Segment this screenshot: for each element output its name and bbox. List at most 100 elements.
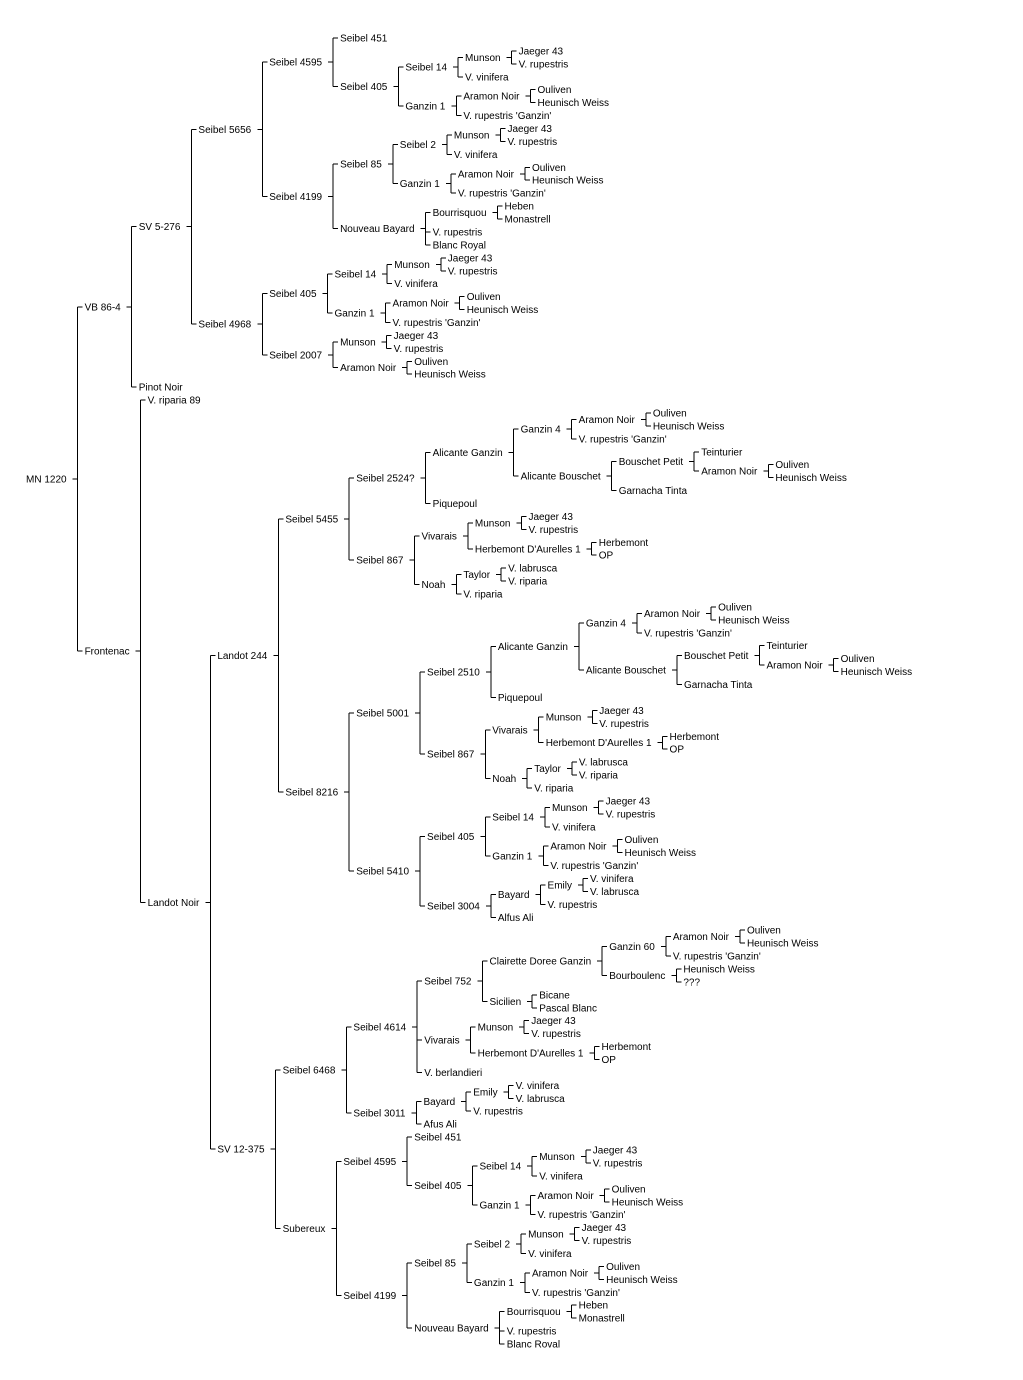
node-heunisch-weiss: Heunisch Weiss <box>538 98 610 109</box>
node-aramon-noir: Aramon Noir <box>393 299 450 310</box>
node-taylor: Taylor <box>534 764 561 775</box>
node-seibel-867: Seibel 867 <box>427 750 475 761</box>
node-aramon-noir: Aramon Noir <box>538 1191 595 1202</box>
node-sv-12-375: SV 12-375 <box>217 1145 265 1156</box>
node-v-rupestris: V. rupestris <box>394 344 444 355</box>
node-jaeger-43: Jaeger 43 <box>394 331 439 342</box>
node-frontenac: Frontenac <box>85 647 130 658</box>
node-munson: Munson <box>528 1230 564 1241</box>
node-aramon-noir: Aramon Noir <box>579 415 636 426</box>
node-aramon-noir: Aramon Noir <box>463 92 520 103</box>
node-noah: Noah <box>421 580 445 591</box>
node-seibel-2: Seibel 2 <box>474 1239 511 1250</box>
node-ouliven: Ouliven <box>841 654 875 665</box>
node-seibel-5410: Seibel 5410 <box>356 867 409 878</box>
node-sv-5-276: SV 5-276 <box>139 222 181 233</box>
node-seibel-4199: Seibel 4199 <box>343 1291 396 1302</box>
node-ouliven: Ouliven <box>718 602 752 613</box>
node-ganzin-1: Ganzin 1 <box>405 101 445 112</box>
node-v-labrusca: V. labrusca <box>508 564 558 575</box>
node-v-rupestris-ganzin: V. rupestris 'Ganzin' <box>538 1210 626 1221</box>
node-bouschet-petit: Bouschet Petit <box>684 651 749 662</box>
node-v-vinifera: V. vinifera <box>539 1171 583 1182</box>
node-alicante-bouschet: Alicante Bouschet <box>586 665 666 676</box>
node-aramon-noir: Aramon Noir <box>340 363 397 374</box>
node-ouliven: Ouliven <box>775 460 809 471</box>
node-munson: Munson <box>475 518 511 529</box>
node-aramon-noir: Aramon Noir <box>550 842 607 853</box>
node-op: OP <box>670 745 685 756</box>
node-emily: Emily <box>548 880 572 891</box>
node-vivarais: Vivarais <box>424 1036 459 1047</box>
node-garnacha-tinta: Garnacha Tinta <box>684 680 753 691</box>
node-mn-1220: MN 1220 <box>26 475 67 486</box>
node-ganzin-4: Ganzin 4 <box>521 425 561 436</box>
node-ouliven: Ouliven <box>606 1262 640 1273</box>
node-herbemont: Herbemont <box>599 538 649 549</box>
node-bourboulenc: Bourboulenc <box>609 971 665 982</box>
node-heben: Heben <box>579 1301 608 1312</box>
node-v-rupestris-ganzin: V. rupestris 'Ganzin' <box>579 434 667 445</box>
node-seibel-2524: Seibel 2524? <box>356 474 415 485</box>
node-v-rupestris: V. rupestris <box>473 1107 523 1118</box>
node-aramon-noir: Aramon Noir <box>532 1268 589 1279</box>
node-heunisch-weiss: Heunisch Weiss <box>747 939 819 950</box>
node-jaeger-43: Jaeger 43 <box>448 253 493 264</box>
node-seibel-867: Seibel 867 <box>356 556 404 567</box>
node-v-berlandieri: V. berlandieri <box>424 1068 482 1079</box>
node-bicane: Bicane <box>539 990 570 1001</box>
node-heunisch-weiss: Heunisch Weiss <box>718 615 790 626</box>
node-monastrell: Monastrell <box>505 215 551 226</box>
node-v-rupestris-ganzin: V. rupestris 'Ganzin' <box>393 318 481 329</box>
node-v-rupestris-ganzin: V. rupestris 'Ganzin' <box>463 111 551 122</box>
node-seibel-2510: Seibel 2510 <box>427 668 480 679</box>
node-v-labrusca: V. labrusca <box>579 758 629 769</box>
node-heunisch-weiss: Heunisch Weiss <box>612 1197 684 1208</box>
node-alicante-bouschet: Alicante Bouschet <box>521 472 601 483</box>
node-seibel-4595: Seibel 4595 <box>343 1157 396 1168</box>
node-v-riparia: V. riparia <box>508 577 548 588</box>
node-alicante-ganzin: Alicante Ganzin <box>433 448 503 459</box>
node-seibel-451: Seibel 451 <box>340 34 388 45</box>
node-jaeger-43: Jaeger 43 <box>599 706 644 717</box>
node-seibel-5455: Seibel 5455 <box>285 515 338 526</box>
node-seibel-4968: Seibel 4968 <box>198 320 251 331</box>
node-seibel-4595: Seibel 4595 <box>269 58 322 69</box>
node-v-rupestris: V. rupestris <box>606 809 656 820</box>
node-alicante-ganzin: Alicante Ganzin <box>498 642 568 653</box>
node-herbemont: Herbemont <box>670 732 720 743</box>
node-alfus-ali: Alfus Ali <box>498 913 534 924</box>
node-seibel-4614: Seibel 4614 <box>353 1022 406 1033</box>
node-jaeger-43: Jaeger 43 <box>508 124 553 135</box>
node-sicilien: Sicilien <box>490 997 522 1008</box>
node-heunisch-weiss: Heunisch Weiss <box>414 370 486 381</box>
node-ouliven: Ouliven <box>414 357 448 368</box>
node-noah: Noah <box>492 774 516 785</box>
node-v-vinifera: V. vinifera <box>528 1249 572 1260</box>
node-herbemont-d-aurelles-1: Herbemont D'Aurelles 1 <box>475 544 581 555</box>
node-ganzin-1: Ganzin 1 <box>492 851 532 862</box>
node-afus-ali: Afus Ali <box>424 1120 457 1131</box>
node-bayard: Bayard <box>498 890 530 901</box>
node-seibel-405: Seibel 405 <box>427 832 475 843</box>
node-v-rupestris-ganzin: V. rupestris 'Ganzin' <box>532 1288 620 1299</box>
node-aramon-noir: Aramon Noir <box>644 609 701 620</box>
node-vivarais: Vivarais <box>492 725 527 736</box>
node-teinturier: Teinturier <box>701 447 743 458</box>
node-bayard: Bayard <box>424 1097 456 1108</box>
node-v-rupestris: V. rupestris <box>599 719 649 730</box>
node-heunisch-weiss: Heunisch Weiss <box>653 421 725 432</box>
node-seibel-3004: Seibel 3004 <box>427 901 480 912</box>
node-seibel-405: Seibel 405 <box>414 1181 462 1192</box>
node-vivarais: Vivarais <box>421 531 456 542</box>
node-landot-244: Landot 244 <box>217 651 267 662</box>
node-seibel-3011: Seibel 3011 <box>353 1108 406 1119</box>
node-blanc-royal: Blanc Royal <box>433 240 486 251</box>
node-bouschet-petit: Bouschet Petit <box>619 457 684 468</box>
node-seibel-5001: Seibel 5001 <box>356 709 409 720</box>
node-heunisch-weiss: Heunisch Weiss <box>624 848 696 859</box>
node-v-rupestris: V. rupestris <box>519 59 569 70</box>
node-jaeger-43: Jaeger 43 <box>531 1016 576 1027</box>
node-taylor: Taylor <box>463 570 490 581</box>
node-pascal-blanc: Pascal Blanc <box>539 1003 597 1014</box>
